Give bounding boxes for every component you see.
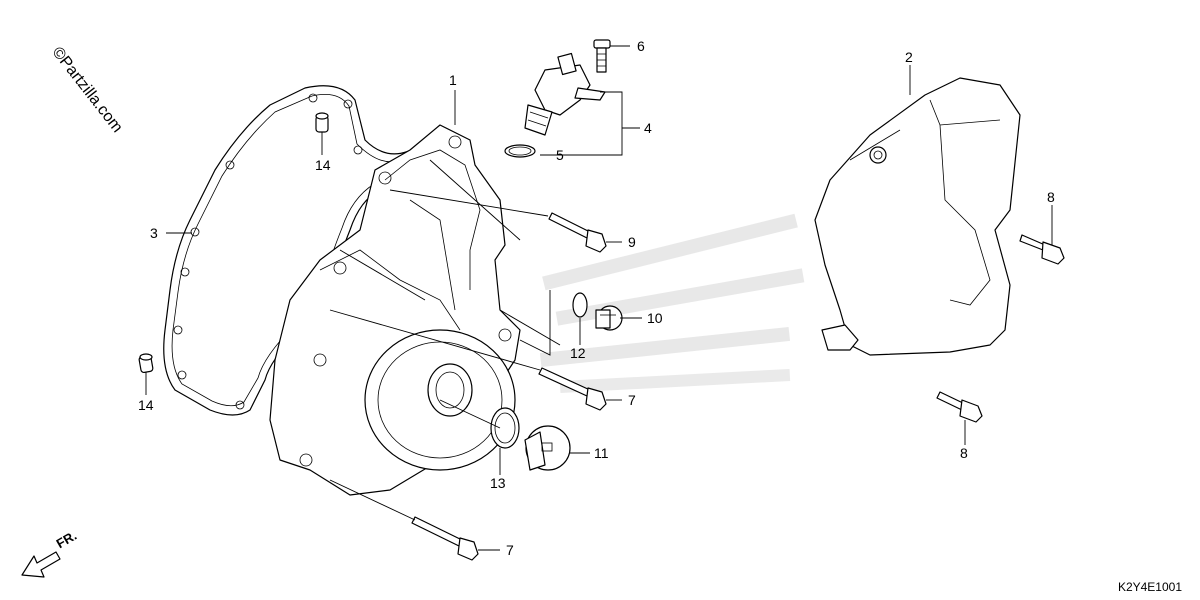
- o-ring-part-12[interactable]: [572, 292, 588, 318]
- callout-3: 3: [150, 225, 158, 241]
- callout-8-upper: 8: [1047, 189, 1055, 205]
- speed-sensor-part-4[interactable]: [524, 52, 606, 136]
- callout-14-upper: 14: [315, 157, 331, 173]
- cap-part-10[interactable]: [595, 305, 623, 331]
- bolt-upper-part-8[interactable]: [1019, 234, 1065, 265]
- bolt-lower-part-8[interactable]: [936, 391, 983, 423]
- ghost-lettering: [539, 213, 805, 394]
- callout-4: 4: [644, 120, 652, 136]
- callout-12: 12: [570, 345, 586, 361]
- callout-1: 1: [449, 72, 457, 88]
- o-ring-part-13[interactable]: [490, 407, 520, 449]
- callout-14-lower: 14: [138, 397, 154, 413]
- bolt-middle-part-7[interactable]: [538, 367, 607, 411]
- callout-6: 6: [637, 38, 645, 54]
- sprocket-cover-part-2[interactable]: [814, 77, 1021, 356]
- callout-7-lower: 7: [506, 542, 514, 558]
- bolt-part-9[interactable]: [548, 212, 607, 253]
- front-arrow-icon: [21, 551, 61, 578]
- callout-9: 9: [628, 234, 636, 250]
- dowel-pin-upper-part-14[interactable]: [315, 112, 329, 133]
- callout-11: 11: [594, 445, 609, 461]
- cap-part-11[interactable]: [524, 425, 571, 471]
- bolt-lower-part-7[interactable]: [411, 516, 479, 561]
- callout-2: 2: [905, 49, 913, 65]
- o-ring-part-5[interactable]: [504, 144, 536, 158]
- callout-labels: 1 2 3 4 5 6 7 7 8 8 9 10 11 12 13 14 14: [138, 38, 1055, 558]
- gasket-part-3[interactable]: [163, 85, 421, 416]
- diagram-code: K2Y4E1001: [1117, 580, 1182, 594]
- callout-10: 10: [647, 310, 663, 326]
- callout-13: 13: [490, 475, 506, 491]
- leader-lines: [145, 45, 1053, 551]
- bolt-part-6[interactable]: [593, 39, 611, 73]
- callout-8-lower: 8: [960, 445, 968, 461]
- callout-7-middle: 7: [628, 392, 636, 408]
- dowel-pin-lower-part-14[interactable]: [138, 353, 154, 374]
- callout-5: 5: [556, 147, 564, 163]
